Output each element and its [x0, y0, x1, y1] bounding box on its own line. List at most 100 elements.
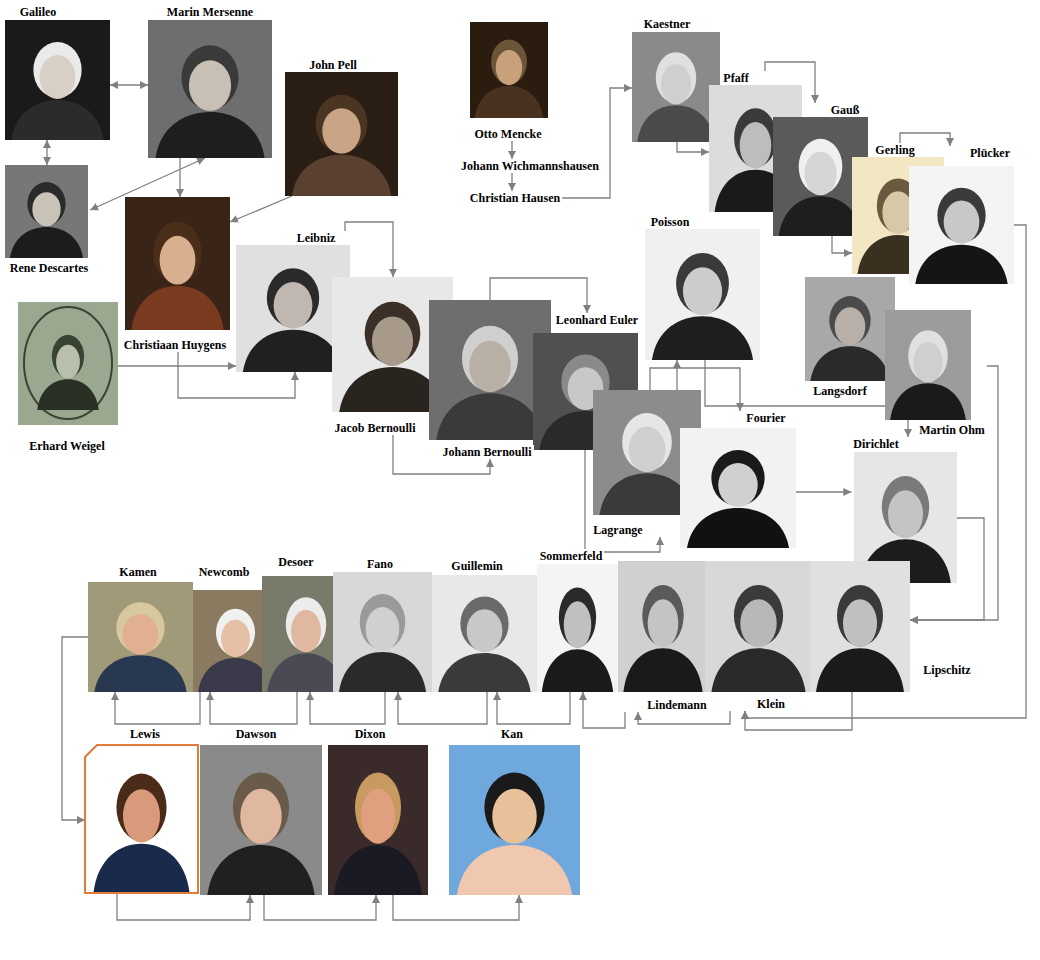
lineage-connector — [562, 88, 632, 198]
portrait-figure — [94, 602, 186, 692]
person-name: Pfaff — [721, 71, 750, 85]
person-name: Kan — [499, 727, 525, 741]
lineage-connector — [583, 692, 625, 728]
lineage-connector — [393, 895, 519, 920]
portrait — [705, 561, 812, 692]
portrait-figure — [37, 335, 99, 410]
name-node: Johann Wichmannshausen — [459, 159, 601, 173]
portrait-node: Dawson — [200, 727, 322, 895]
lineage-connector — [497, 692, 570, 724]
portrait-ground — [18, 302, 118, 425]
portrait — [449, 745, 580, 895]
portrait-figure — [623, 585, 702, 692]
portrait-node: Plücker — [909, 146, 1014, 284]
portrait-ground — [810, 561, 910, 692]
portrait-ground — [645, 229, 760, 360]
portrait-figure — [243, 268, 343, 372]
portrait-node: Otto Mencke — [470, 22, 548, 141]
lineage-connector — [117, 893, 250, 920]
portrait-node: Lewis — [85, 727, 198, 893]
lineage-connector — [511, 141, 512, 159]
lineage-connector — [345, 222, 393, 277]
portrait — [429, 300, 551, 440]
portrait-node: Desoer — [262, 555, 350, 692]
portrait-node: Lindemann — [618, 561, 709, 712]
portrait-node: Sommerfeld — [537, 549, 618, 692]
portrait-node: Pfaff — [709, 71, 802, 212]
person-name: Kamen — [117, 565, 158, 579]
lineage-connector — [115, 692, 200, 724]
lineage-connector — [832, 236, 852, 253]
portrait-ground — [328, 745, 428, 895]
portrait-figure — [131, 221, 223, 330]
person-name: John Pell — [307, 58, 359, 72]
person-name: Johann Bernoulli — [440, 445, 533, 459]
portrait — [432, 575, 537, 692]
lineage-connector — [796, 491, 851, 492]
person-name: Dirichlet — [851, 437, 900, 451]
portrait-node: Leibniz — [236, 231, 350, 372]
lineage-connector — [230, 196, 292, 222]
person-name: Dixon — [353, 727, 388, 741]
portrait-figure — [94, 774, 190, 892]
portrait — [18, 302, 118, 425]
portrait — [537, 564, 618, 692]
portrait-figure — [637, 52, 714, 142]
portrait-node: Klein — [705, 561, 812, 711]
person-name: Dawson — [234, 727, 279, 741]
portrait-ground — [537, 564, 618, 692]
person-name: Newcomb — [197, 565, 252, 579]
portrait-figure — [436, 326, 543, 440]
portrait — [88, 582, 193, 692]
person-name: Lipschitz — [921, 663, 972, 677]
person-name: Fourier — [744, 411, 787, 425]
person-name: Kaestner — [642, 17, 693, 31]
portrait-ground — [432, 575, 537, 692]
person-name: Plücker — [968, 146, 1012, 160]
portrait-node: Kamen — [88, 565, 193, 692]
portrait-node: Leonhard Euler — [533, 313, 640, 450]
person-name: Leonhard Euler — [554, 313, 640, 327]
name-node: Christian Hausen — [468, 191, 562, 205]
portrait-figure — [475, 40, 544, 118]
portrait — [125, 197, 230, 330]
person-name: Leibniz — [295, 231, 338, 245]
lineage-connector — [118, 365, 236, 366]
person-name: Guillemin — [449, 559, 504, 573]
portrait-node: Johann Bernoulli — [429, 300, 551, 459]
portrait-node: Kaestner — [632, 17, 720, 142]
lineage-connector — [676, 360, 677, 390]
portrait-figure — [334, 773, 422, 896]
lineage-connector — [46, 140, 47, 165]
portrait-node: Galileo — [5, 5, 110, 140]
portrait-figure — [292, 95, 391, 196]
portrait-figure — [652, 253, 753, 360]
portrait-node: Langsdorf — [805, 277, 895, 398]
portrait-node: Gauß — [773, 103, 868, 236]
portrait — [85, 745, 198, 893]
person-name: Martin Ohm — [917, 423, 987, 437]
lineage-connector — [677, 142, 709, 152]
portrait — [328, 745, 428, 895]
portrait-node: Jacob Bernoulli — [332, 277, 453, 435]
lineage-connector — [511, 173, 512, 191]
portrait-figure — [915, 188, 1007, 284]
portrait-node: John Pell — [285, 58, 398, 196]
portrait — [285, 72, 398, 196]
portrait — [5, 20, 110, 140]
person-name: Erhard Weigel — [27, 439, 106, 453]
portrait-figure — [11, 42, 103, 140]
portrait-ground — [470, 22, 548, 118]
portrait-ground — [5, 165, 88, 258]
lineage-connector — [110, 84, 148, 85]
portrait-figure — [779, 139, 863, 236]
portrait-ground — [449, 745, 580, 895]
lineage-connector — [398, 692, 487, 724]
portrait — [680, 428, 796, 548]
portrait-ground — [805, 277, 895, 381]
portrait-ground — [5, 20, 110, 140]
portrait-node: Gerling — [852, 143, 944, 274]
portrait-figure — [155, 45, 264, 158]
portrait-ground — [909, 166, 1014, 284]
portrait-ground — [125, 197, 230, 330]
